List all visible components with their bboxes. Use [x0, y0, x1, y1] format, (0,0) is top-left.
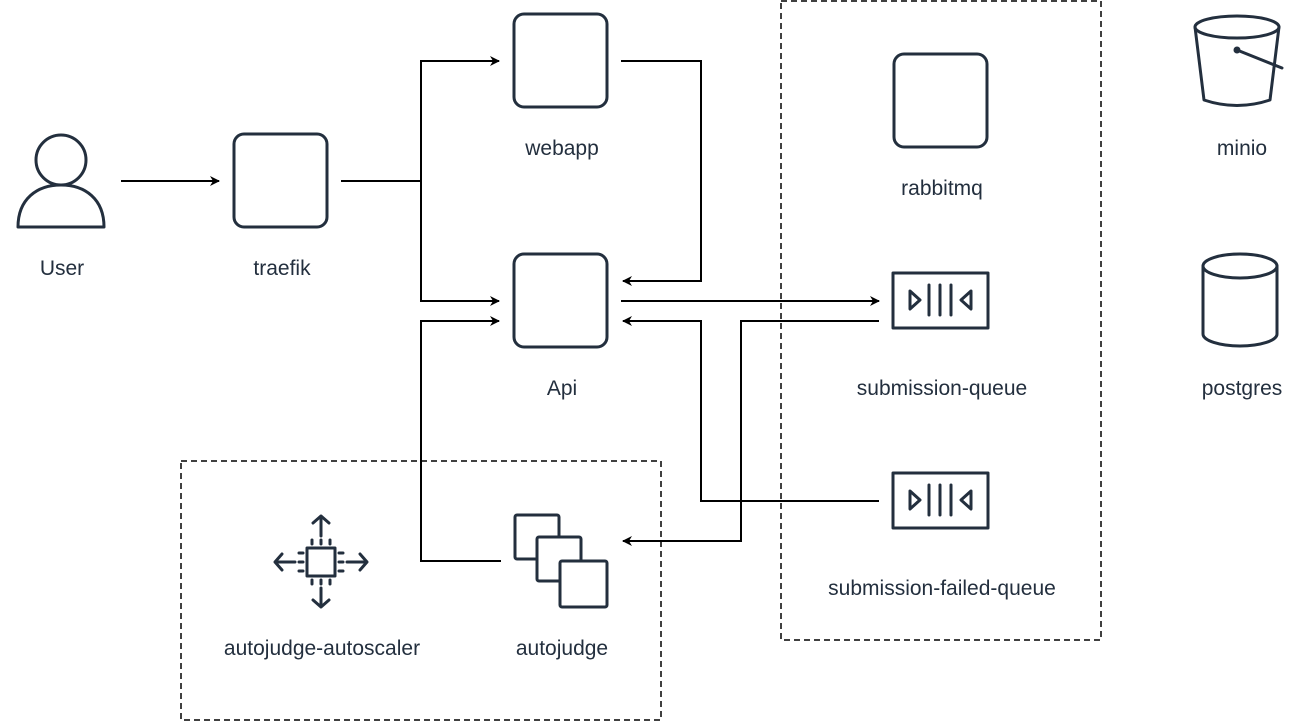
generic-box-icon	[892, 52, 989, 149]
postgres-label: postgres	[1202, 377, 1283, 400]
webapp-node[interactable]: webapp	[512, 12, 609, 160]
traefik-label: traefik	[253, 257, 311, 280]
user-node[interactable]: User	[16, 133, 106, 280]
api-node[interactable]: Api	[512, 252, 609, 400]
rabbitmq-group	[780, 0, 1102, 641]
edge-traefik-api	[420, 181, 500, 306]
autojudge-autoscaler-node[interactable]: autojudge-autoscaler	[224, 514, 420, 660]
submission-failed-queue-label: submission-failed-queue	[828, 577, 1056, 600]
rabbitmq-node[interactable]: rabbitmq	[892, 52, 989, 200]
traefik-node[interactable]: traefik	[232, 132, 329, 280]
edge-webapp-api	[621, 60, 702, 286]
edge-submission-queue-autojudge	[622, 320, 879, 546]
generic-box-icon	[232, 132, 329, 229]
submission-queue-label: submission-queue	[857, 377, 1027, 400]
postgres-node[interactable]: postgres	[1201, 252, 1283, 400]
autoscaling-icon	[273, 514, 369, 609]
edge-failed-queue-api	[622, 316, 879, 502]
webapp-label: webapp	[524, 137, 599, 160]
database-icon	[1201, 252, 1279, 348]
autojudge-node[interactable]: autojudge	[513, 513, 609, 660]
autojudge-autoscaler-label: autojudge-autoscaler	[224, 637, 420, 660]
instances-icon	[513, 513, 609, 609]
edge-autojudge-api	[420, 316, 501, 562]
user-icon	[16, 133, 106, 229]
minio-label: minio	[1217, 137, 1267, 160]
bucket-icon	[1193, 14, 1284, 107]
user-label: User	[40, 257, 84, 280]
generic-box-icon	[512, 252, 609, 349]
queue-icon	[891, 271, 990, 330]
submission-failed-queue-node[interactable]: submission-failed-queue	[828, 471, 1056, 600]
minio-node[interactable]: minio	[1193, 14, 1284, 160]
api-label: Api	[547, 377, 577, 400]
generic-box-icon	[512, 12, 609, 109]
edge-traefik-webapp	[341, 56, 500, 182]
submission-queue-node[interactable]: submission-queue	[857, 271, 1027, 400]
queue-icon	[891, 471, 990, 530]
edges	[121, 56, 880, 562]
rabbitmq-label: rabbitmq	[901, 177, 983, 200]
autojudge-label: autojudge	[516, 637, 608, 660]
